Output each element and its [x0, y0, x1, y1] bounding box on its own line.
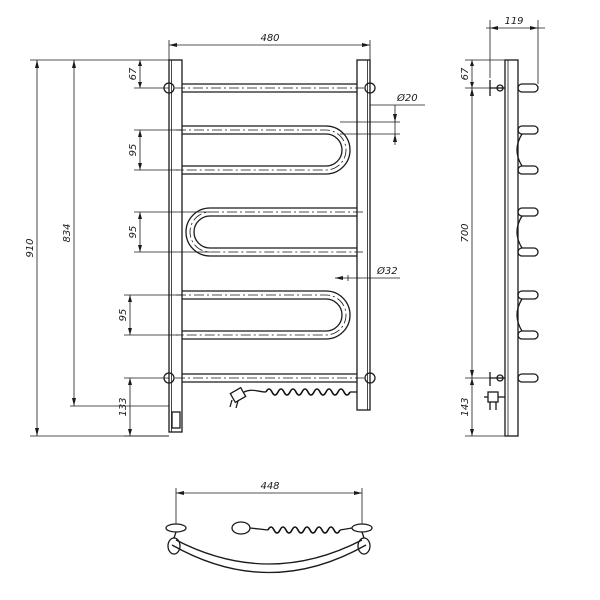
power-cable — [229, 386, 357, 409]
dim-top-offset: 67 — [128, 60, 169, 89]
side-plug-icon — [484, 391, 505, 410]
dim-label-910: 910 — [25, 238, 36, 257]
dim-label-133: 133 — [118, 397, 129, 416]
bottom-coiled-cable — [267, 526, 341, 534]
curved-tube-outer — [171, 544, 367, 574]
bracket-top-right — [364, 82, 376, 94]
dim-bar-span: 834 — [62, 60, 169, 407]
bracket-bottom-right — [364, 372, 376, 384]
u-bend-1 — [176, 125, 351, 175]
side-vertical-bar — [504, 59, 519, 437]
dim-label-95-a: 95 — [128, 144, 139, 157]
curved-tube-inner — [175, 539, 363, 565]
front-view: 480 910 834 67 — [25, 33, 425, 437]
dim-pitch-2: 95 — [128, 211, 210, 253]
dim-label-95-b: 95 — [128, 226, 139, 239]
left-vertical-bar — [168, 59, 183, 433]
dim-total-height: 910 — [25, 59, 169, 437]
dim-center-distance: 700 — [460, 88, 490, 379]
bottom-bracket-left — [165, 523, 187, 533]
dim-bend-diameter: Ø32 — [335, 265, 400, 281]
right-vertical-bar — [356, 59, 371, 411]
dim-label-448: 448 — [260, 481, 279, 492]
side-tube-stubs — [516, 83, 539, 383]
u-bend-2 — [185, 207, 363, 257]
dim-side-depth: 119 — [486, 16, 545, 84]
dim-label-95-c: 95 — [118, 309, 129, 322]
bottom-rung — [175, 373, 364, 383]
side-bracket-bottom — [489, 372, 505, 386]
dim-pitch-1: 95 — [128, 129, 182, 171]
bottom-plug-icon — [231, 521, 251, 535]
bottom-bracket-right — [351, 523, 373, 533]
dim-label-480: 480 — [260, 33, 279, 44]
dim-label-d32: Ø32 — [376, 265, 398, 277]
dim-side-bottom-offset: 143 — [460, 378, 505, 437]
dim-label-834: 834 — [62, 223, 73, 242]
dim-label-143: 143 — [460, 397, 471, 416]
top-rung — [175, 83, 364, 93]
u-bend-3 — [176, 290, 351, 340]
side-view: 119 67 700 143 — [460, 16, 545, 437]
dim-label-67-side: 67 — [460, 67, 471, 80]
power-plug-icon — [229, 386, 247, 404]
coiled-cable — [265, 388, 351, 396]
dim-label-67: 67 — [128, 67, 139, 80]
dim-pitch-3: 95 — [118, 294, 182, 336]
dim-side-top-offset: 67 — [460, 59, 505, 89]
dim-label-700: 700 — [460, 223, 471, 242]
bottom-view: 448 — [165, 481, 373, 574]
dim-front-width: 480 — [168, 33, 371, 60]
dim-bottom-width: 448 — [175, 481, 363, 524]
heater-box — [171, 411, 181, 429]
dim-label-d20: Ø20 — [396, 92, 418, 104]
dim-tube-diameter: Ø20 — [340, 92, 425, 145]
dim-label-119: 119 — [504, 16, 523, 27]
dim-bottom-offset: 133 — [118, 377, 169, 437]
side-bracket-top — [489, 80, 505, 96]
